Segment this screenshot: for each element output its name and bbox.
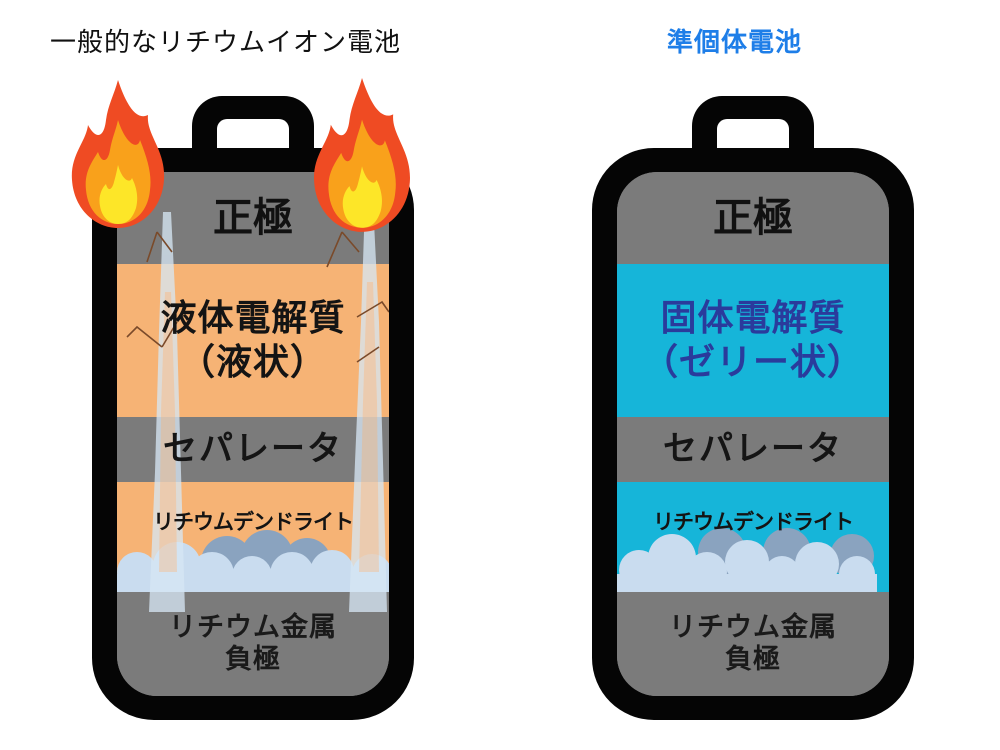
- label-electrolyte: 液体電解質: [160, 298, 346, 340]
- dendrite-cloud-icon: [617, 528, 877, 592]
- battery-interior: 正極 固体電解質 （ゼリー状） セパレータ リチウムデンドライト: [617, 172, 889, 696]
- label-electrolyte-state: （ゼリー状）: [641, 341, 864, 383]
- label-anode: 負極: [225, 644, 281, 675]
- smoke-plume-icon: [149, 212, 185, 612]
- crack-lines-icon: [126, 231, 389, 363]
- battery-interior: 正極 液体電解質 （液状） セパレータ リチウムデンドライト: [117, 172, 389, 696]
- label-dendrite: リチウムデンドライト: [653, 510, 854, 534]
- label-cathode: 正極: [713, 195, 793, 241]
- fire-icon: [313, 78, 410, 232]
- battery-casing: 正極 液体電解質 （液状） セパレータ リチウムデンドライト: [92, 148, 414, 720]
- label-anode-material: リチウム金属: [169, 611, 337, 643]
- layer-dendrite: リチウムデンドライト: [617, 482, 889, 592]
- fire-icon: [71, 80, 165, 228]
- label-anode-material: リチウム金属: [669, 611, 837, 643]
- label-electrolyte: 固体電解質: [660, 298, 846, 340]
- label-separator: セパレータ: [663, 429, 843, 470]
- title-conventional-battery: 一般的なリチウムイオン電池: [50, 28, 402, 58]
- label-electrolyte-state: （液状）: [178, 341, 327, 383]
- layer-solid-electrolyte: 固体電解質 （ゼリー状）: [617, 264, 889, 417]
- label-separator: セパレータ: [163, 429, 343, 470]
- label-cathode: 正極: [213, 195, 293, 241]
- label-dendrite: リチウムデンドライト: [153, 510, 354, 534]
- battery-semi-solid: 正極 固体電解質 （ゼリー状） セパレータ リチウムデンドライト: [592, 96, 914, 720]
- title-semi-solid-battery: 準個体電池: [667, 28, 803, 58]
- battery-casing: 正極 固体電解質 （ゼリー状） セパレータ リチウムデンドライト: [592, 148, 914, 720]
- layer-cathode: 正極: [617, 172, 889, 264]
- label-anode: 負極: [725, 644, 781, 675]
- layer-separator: セパレータ: [617, 417, 889, 482]
- layer-anode: リチウム金属 負極: [617, 592, 889, 696]
- battery-conventional: 正極 液体電解質 （液状） セパレータ リチウムデンドライト: [71, 78, 414, 720]
